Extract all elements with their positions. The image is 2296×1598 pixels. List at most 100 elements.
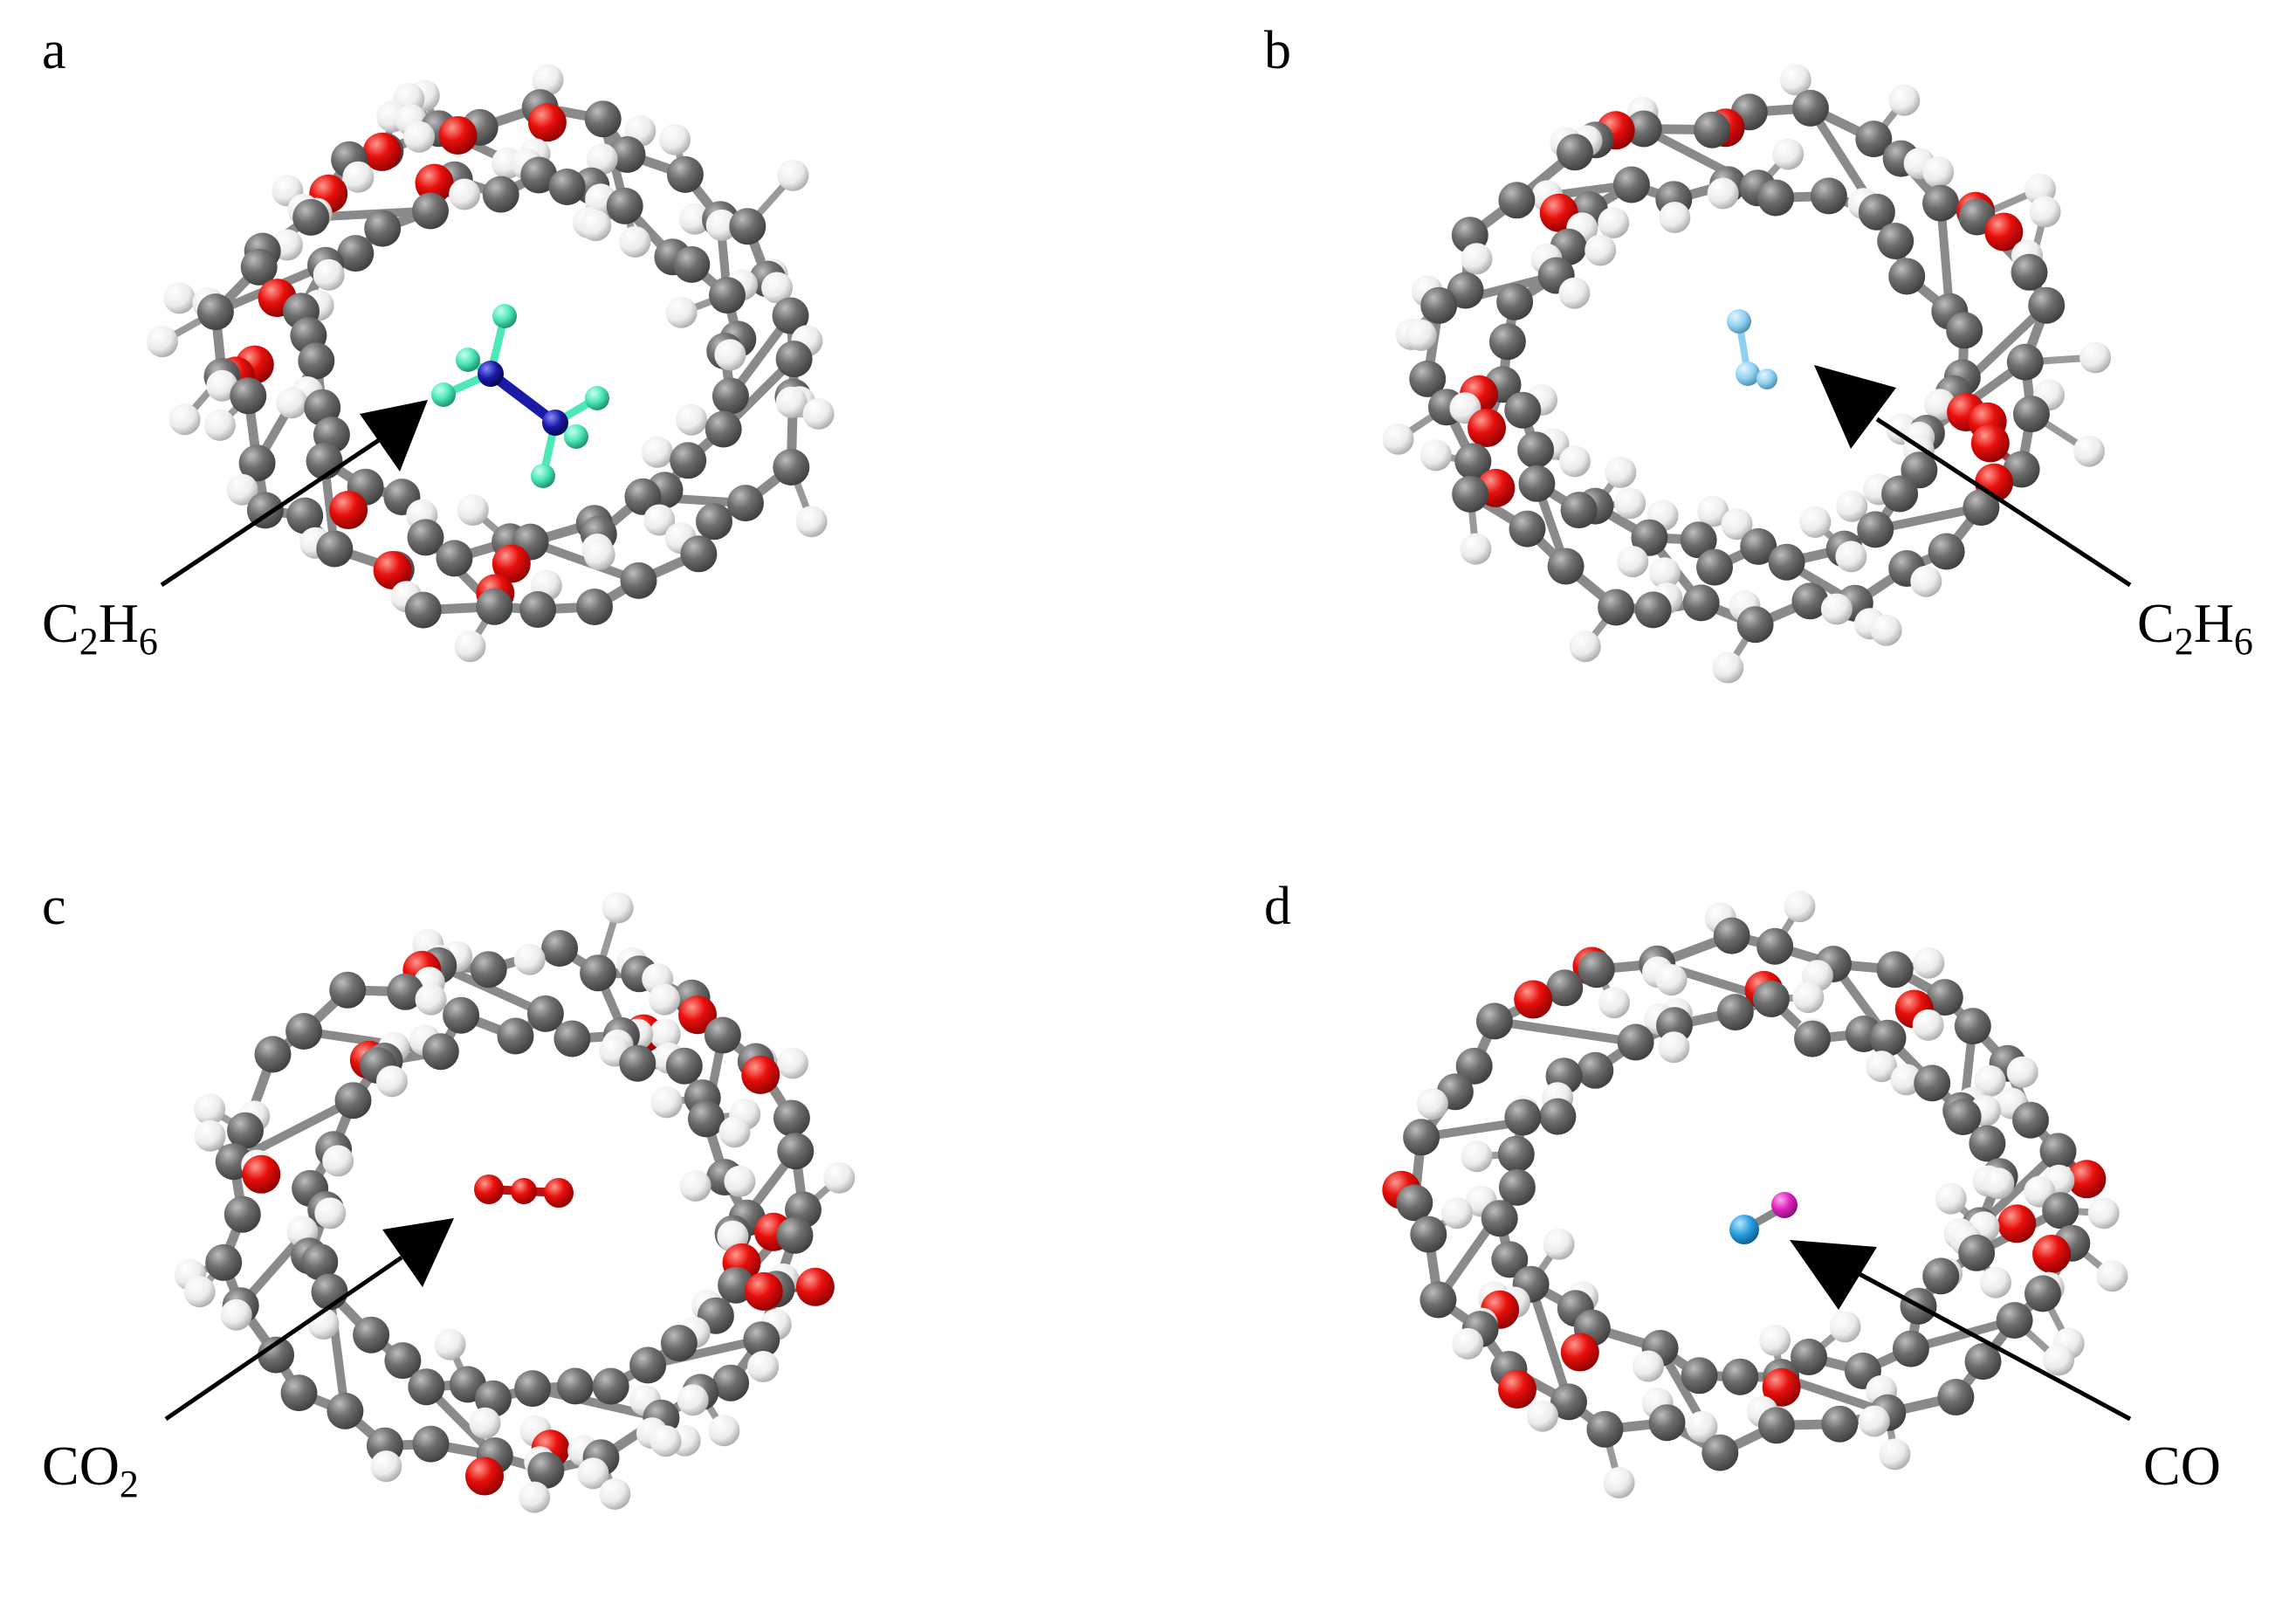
carbon-atom [2012, 396, 2050, 433]
hydrogen-atom [203, 409, 236, 441]
host-cage-molecule-b [1382, 64, 2112, 684]
oxygen-atom [744, 1271, 783, 1311]
hydrogen-atom [677, 1384, 709, 1416]
carbon-atom [624, 478, 662, 515]
hydrogen-atom [1866, 1050, 1898, 1083]
hydrogen-atom [1558, 277, 1591, 309]
carbon-atom [384, 1342, 422, 1380]
hydrogen-atom [449, 178, 481, 210]
carbon-atom [1858, 193, 1895, 231]
hydrogen-atom [1980, 1266, 2011, 1298]
hydrogen-atom [1558, 445, 1591, 478]
carbon-atom [606, 187, 643, 224]
carbon-atom [1963, 489, 2000, 527]
carbon-atom [2024, 1275, 2061, 1312]
hydrogen-atom [1603, 1467, 1635, 1498]
carbon-atom [1752, 981, 1790, 1017]
hydrogen-atom [146, 326, 178, 358]
carbon-atom [520, 156, 558, 194]
hydrogen-atom [1707, 177, 1739, 210]
carbon-atom [2012, 1101, 2049, 1139]
carbon-atom [482, 176, 519, 213]
carbon-atom [773, 1099, 810, 1137]
carbon-atom [316, 530, 354, 568]
carbon-atom [1892, 1330, 1929, 1367]
hydrogen-atom [194, 1093, 226, 1126]
hydrogen-atom [2079, 341, 2112, 374]
carbon-atom [1888, 258, 1926, 295]
carbon-atom [1452, 475, 1489, 513]
carbon-atom [1504, 1099, 1542, 1136]
carbon-atom [329, 971, 367, 1009]
hydrogen-atom [1912, 1009, 1944, 1041]
hydrogen-atom [194, 1119, 226, 1152]
carbon-atom [1680, 521, 1717, 559]
hydrogen-atom [1633, 1350, 1664, 1382]
carbon-atom [1969, 1125, 2006, 1162]
hydrogen-atom [1836, 490, 1868, 522]
carbon-atom [576, 589, 613, 625]
guest-label-a: C2H6 [42, 592, 158, 663]
carbon-atom [1922, 1257, 1960, 1295]
hydrogen-atom [1543, 1228, 1575, 1260]
hydrogen-atom [2043, 1344, 2075, 1376]
carbon-atom [1958, 1234, 1996, 1271]
hydrogen-atom [659, 123, 691, 155]
carbon-atom [1877, 223, 1914, 259]
hydrogen-atom [220, 1298, 252, 1331]
ethane-molecule-icon [1727, 309, 1777, 389]
hydrogen-atom [276, 387, 308, 419]
carbon-atom [1396, 1184, 1433, 1222]
carbon-atom [408, 1368, 445, 1406]
panel-letter-c: c [42, 877, 66, 936]
carbon-atom [584, 100, 622, 138]
hydrogen-atom [168, 403, 201, 436]
hydrogen-atom [649, 983, 681, 1016]
carbon-atom [1928, 533, 1965, 570]
carbon-atom [1481, 1200, 1518, 1237]
carbon-atom [1631, 519, 1668, 556]
oxygen-atom [1498, 1370, 1536, 1409]
hydrogen-atom [1598, 207, 1630, 238]
oxygen-atom [527, 103, 567, 142]
carbon-atom [670, 442, 707, 479]
carbon-atom [777, 1133, 815, 1170]
hydrogen-atom [650, 1086, 683, 1119]
carbon-atom [711, 377, 749, 415]
carbon-atom [205, 1243, 243, 1281]
carbon-atom [619, 1044, 656, 1082]
hydrogen-atom [456, 348, 480, 372]
carbon-dioxide-molecule-icon [474, 1174, 574, 1208]
hydrogen-atom [1879, 1438, 1911, 1471]
carbon-atom [580, 954, 617, 992]
carbon-atom [1791, 582, 1829, 620]
pointer-arrow-b [1814, 365, 2132, 588]
carbon-atom [1403, 1119, 1440, 1156]
oxygen-atom [438, 116, 478, 155]
carbon-atom [1578, 951, 1615, 988]
hydrogen-atom [513, 943, 546, 975]
carbon-atom [1455, 1047, 1493, 1085]
host-cage-molecule-a [146, 64, 835, 663]
carbon-atom [1954, 1008, 1991, 1045]
carbon-atom [412, 1425, 450, 1463]
carbon-monoxide-molecule-icon [1729, 1192, 1798, 1244]
carbon-atom [1926, 979, 1963, 1016]
hydrogen-atom [1420, 439, 1452, 472]
hydrogen-atom [1460, 533, 1492, 565]
host-cage-molecule-d [1382, 891, 2128, 1498]
carbon-atom [665, 1047, 703, 1085]
hydrogen-atom [1890, 1064, 1922, 1096]
hydrogen-atom [1452, 1327, 1484, 1360]
carbon-atom [526, 995, 564, 1032]
carbon-atom [223, 1195, 261, 1233]
carbon-atom [673, 245, 711, 283]
carbon-atom [1713, 917, 1750, 954]
carbon-atom [680, 535, 718, 573]
hydrogen-atom [1569, 630, 1601, 663]
hydrogen-atom [1756, 369, 1777, 389]
carbon-atom [1740, 527, 1777, 565]
hydrogen-atom [679, 203, 711, 235]
carbon-atom [404, 591, 442, 629]
carbon-atom [1557, 134, 1593, 171]
